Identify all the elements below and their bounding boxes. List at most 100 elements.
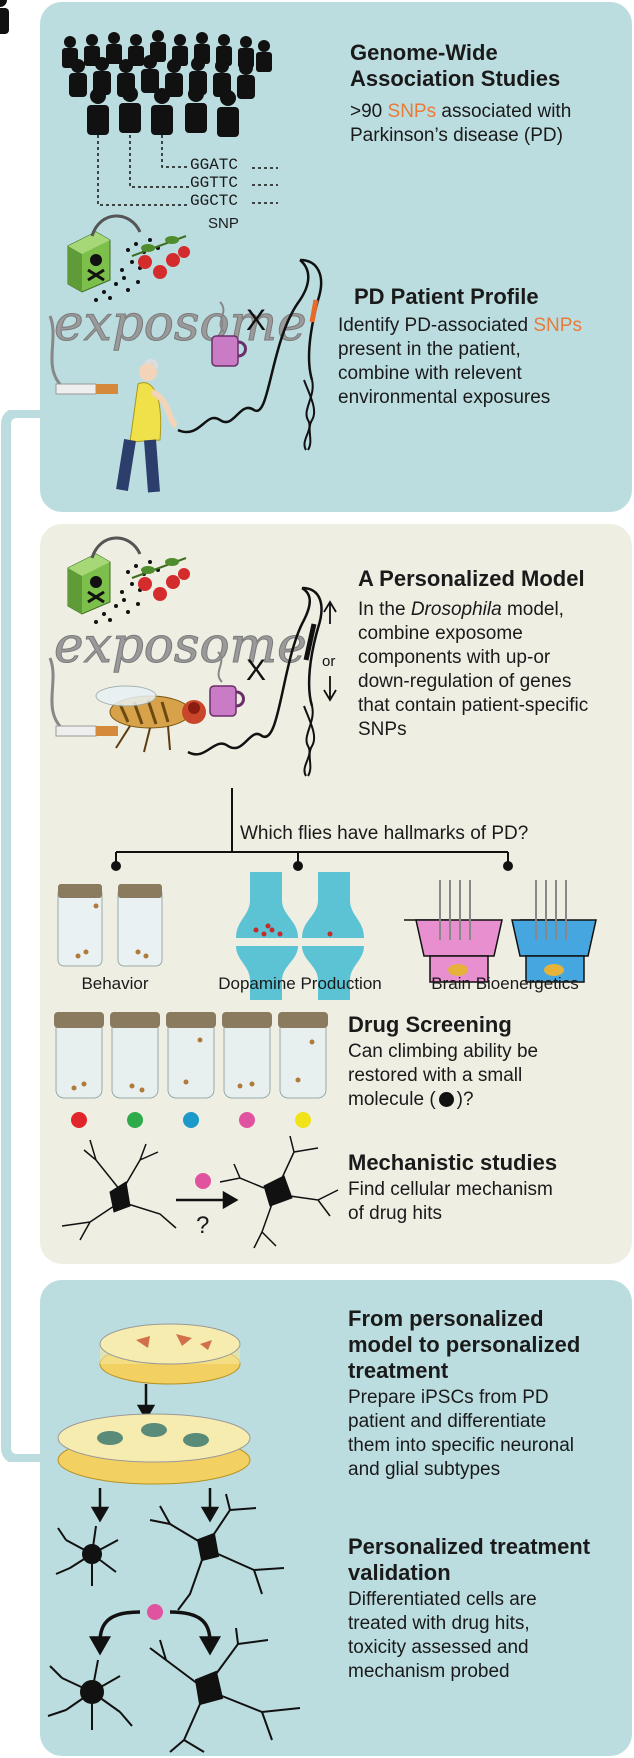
gwas-text: Genome-Wide Association Studies >90 SNPs… bbox=[350, 40, 571, 148]
profile-line-3: combine with relevent bbox=[338, 363, 522, 384]
mech-arrow-icon bbox=[176, 1190, 239, 1210]
glial-cell-icon bbox=[55, 1525, 119, 1586]
hallmark-behavior: Behavior bbox=[81, 974, 149, 993]
seq-1: GGATC bbox=[190, 156, 239, 174]
mech-question-mark: ? bbox=[196, 1212, 210, 1239]
fruit-fly-icon bbox=[95, 685, 206, 753]
drug-l3b: )? bbox=[456, 1089, 474, 1110]
drug-hit-dot bbox=[195, 1173, 211, 1189]
small-molecule-icon bbox=[438, 1092, 454, 1107]
bioenergetics-wells-icon bbox=[404, 880, 597, 983]
glial-cell-icon-2 bbox=[47, 1659, 133, 1730]
validation-line-1: Differentiated cells are bbox=[348, 1589, 537, 1610]
treat-line-1: Prepare iPSCs from PD bbox=[348, 1387, 549, 1408]
exposome-label: exposome bbox=[54, 294, 307, 352]
gwas-snps: SNPs bbox=[387, 101, 437, 122]
validation-title-2: validation bbox=[348, 1560, 451, 1585]
cigarette-icon bbox=[48, 315, 118, 395]
drug-dots bbox=[71, 1112, 311, 1128]
drug-dot-2 bbox=[127, 1112, 143, 1128]
mech-title: Mechanistic studies bbox=[348, 1150, 558, 1175]
model-l1a: In the bbox=[358, 599, 406, 620]
profile-line-1: Identify PD-associated SNPs bbox=[338, 314, 582, 338]
drug-text: Drug Screening Can climbing ability be r… bbox=[348, 1012, 538, 1112]
treat-line-3: them into specific neuronal bbox=[348, 1435, 575, 1456]
neuron-cell-icon-2 bbox=[149, 1627, 301, 1753]
model-l1c: model, bbox=[506, 599, 564, 620]
validation-text: Personalized treatment validation Differ… bbox=[348, 1534, 590, 1684]
gwas-rest1: associated with bbox=[441, 101, 572, 122]
treat-line-2: patient and differentiate bbox=[348, 1411, 547, 1432]
petri-dish-icon bbox=[99, 1323, 241, 1385]
drug-vials-icon bbox=[54, 1012, 328, 1099]
drug-dot-4 bbox=[239, 1112, 255, 1128]
drug-l3a: molecule ( bbox=[348, 1089, 436, 1110]
exposome-label-2: exposome bbox=[54, 616, 307, 674]
validation-line-3: toxicity assessed and bbox=[348, 1637, 529, 1658]
drug-line-3: molecule ()? bbox=[348, 1088, 538, 1112]
times-sign-2: X bbox=[246, 654, 266, 687]
toxin-box-icon-2 bbox=[67, 536, 142, 615]
drug-line-2: restored with a small bbox=[348, 1065, 523, 1086]
profile-snps: SNPs bbox=[533, 315, 582, 336]
cigarette-icon-2 bbox=[48, 657, 118, 737]
gwas-line-2: Parkinson’s disease (PD) bbox=[350, 125, 563, 146]
drug-dot-3 bbox=[183, 1112, 199, 1128]
model-line-4: down-regulation of genes bbox=[358, 671, 572, 692]
model-line-2: combine exposome bbox=[358, 623, 523, 644]
seq-3: GGCTC bbox=[190, 192, 239, 210]
drug-line-1: Can climbing ability be bbox=[348, 1041, 539, 1062]
neuron-icon bbox=[61, 1139, 177, 1241]
profile-title: PD Patient Profile bbox=[354, 284, 539, 309]
treat-title-1: From personalized bbox=[348, 1306, 544, 1331]
profile-line-2: present in the patient, bbox=[338, 339, 521, 360]
coffee-mug-icon bbox=[211, 301, 247, 367]
mech-text: Mechanistic studies Find cellular mechan… bbox=[348, 1150, 557, 1226]
model-line-6: SNPs bbox=[358, 719, 407, 740]
model-line-5: that contain patient-specific bbox=[358, 695, 589, 716]
drug-dot-1 bbox=[71, 1112, 87, 1128]
treat-arrows bbox=[88, 1610, 222, 1656]
drug-dot-5 bbox=[295, 1112, 311, 1128]
dish-arrow bbox=[136, 1384, 156, 1421]
panel-connector bbox=[1, 410, 40, 1462]
drug-hit-dot-2 bbox=[147, 1604, 163, 1620]
coffee-mug-icon-2 bbox=[209, 651, 245, 717]
treat-line-4: and glial subtypes bbox=[348, 1459, 501, 1480]
model-line-3: components with up-or bbox=[358, 647, 551, 668]
validation-line-2: treated with drug hits, bbox=[348, 1613, 530, 1634]
times-sign: X bbox=[246, 304, 266, 337]
crowd-icon bbox=[0, 0, 9, 34]
hallmark-bioenergetics: Brain Bioenergetics bbox=[431, 974, 579, 993]
treat-title-3: treatment bbox=[348, 1358, 449, 1383]
snp-sequences: GGATC GGTTC GGCTC bbox=[190, 156, 238, 210]
gwas-count: >90 bbox=[350, 101, 383, 122]
elderly-person-icon bbox=[116, 359, 179, 493]
gwas-title-1: Genome-Wide bbox=[350, 40, 498, 65]
neuron-cell-icon bbox=[149, 1493, 285, 1611]
model-text: A Personalized Model In the Drosophila m… bbox=[358, 566, 588, 742]
synapse-icon bbox=[236, 872, 364, 1000]
mech-line-1: Find cellular mechanism bbox=[348, 1179, 553, 1200]
neuron-icon-2 bbox=[219, 1135, 339, 1249]
gwas-title-2: Association Studies bbox=[350, 66, 561, 91]
profile-line-4: environmental exposures bbox=[338, 387, 551, 408]
gene-strand-icon-2 bbox=[187, 586, 337, 777]
mech-line-2: of drug hits bbox=[348, 1203, 442, 1224]
petri-dish-icon-2 bbox=[57, 1413, 251, 1485]
snp-label: SNP bbox=[208, 215, 239, 232]
treat-title-2: model to personalized bbox=[348, 1332, 581, 1357]
behavior-vials-icon bbox=[57, 884, 163, 967]
berries-icon-2 bbox=[131, 557, 190, 601]
model-drosophila: Drosophila bbox=[410, 599, 502, 620]
model-title: A Personalized Model bbox=[358, 566, 585, 591]
treatment-text: From personalized model to personalized … bbox=[348, 1306, 580, 1482]
snp-links bbox=[97, 135, 278, 206]
hallmark-dopamine: Dopamine Production bbox=[218, 974, 382, 993]
gwas-line-1: >90 SNPs associated with bbox=[350, 100, 571, 124]
split-arrows bbox=[90, 1488, 220, 1523]
gene-strand-icon bbox=[177, 258, 323, 451]
berries-icon bbox=[131, 235, 190, 279]
validation-title-1: Personalized treatment bbox=[348, 1534, 591, 1559]
